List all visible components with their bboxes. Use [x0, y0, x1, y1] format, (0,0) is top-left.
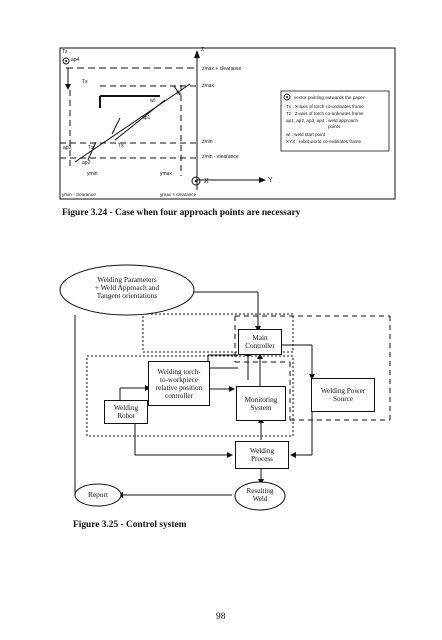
welding-power-source-line-2: Source [333, 395, 353, 403]
label-tx-left: Tx [88, 145, 94, 151]
label-ymin: ymin [87, 171, 98, 177]
label-zmax: zmax [202, 83, 214, 89]
label-ap2: ap2 [82, 160, 91, 166]
label-ymin-clearance: ymin - clearance [62, 192, 96, 197]
label-wl: wl [150, 98, 155, 104]
torch-controller-line-2: to-workpiece [160, 375, 198, 384]
welding-power-source-line-1: Welding Power [320, 387, 366, 395]
label-ap3: ap3 [63, 145, 72, 151]
monitoring-system-box: Monitoring System [236, 386, 286, 421]
torch-controller-line-1: Welding torch- [157, 367, 201, 376]
label-z: Z [201, 47, 205, 53]
welding-process-line-2: Process [251, 455, 273, 463]
torch-controller-line-4: controller [165, 391, 193, 400]
label-x: X [204, 178, 209, 185]
label-y: Y [268, 177, 273, 184]
legend-tz-note: Tz : Z-axis of torch co-ordinates frame [286, 111, 364, 116]
label-zmin: zmin [202, 139, 213, 145]
label-ap4: ap4 [71, 57, 80, 63]
legend-wl-note: wl : weld start point [286, 132, 326, 137]
monitoring-system-line-1: Monitoring [244, 395, 278, 404]
welding-power-source-box: Welding Power Source [311, 378, 375, 412]
welding-parameters-line-3: Tangent orientations [96, 291, 158, 301]
label-ap1: ap1 [142, 115, 151, 121]
welding-process-line-1: Welding [249, 447, 275, 455]
legend-xyz-note: XYZ : robot world co-ordinates frame [286, 139, 362, 144]
welding-process-box: Welding Process [235, 441, 289, 469]
resulting-weld-line-1: Resulting [246, 487, 274, 495]
caption-figure-3-25: Figure 3.25 - Control system [73, 520, 187, 530]
welding-robot-line-1: Welding [113, 404, 139, 412]
caption-figure-3-24: Figure 3.24 - Case when four approach po… [62, 208, 301, 218]
label-tx-low: Tx [118, 143, 124, 149]
main-controller-box: Main Controller [238, 329, 282, 355]
resulting-weld-line-2: Weld [252, 495, 268, 503]
legend-ap-note-1: ap1, ap2, ap3, ap4 : weld approach [286, 118, 359, 123]
torch-controller-line-3: relative position [155, 383, 203, 392]
page-number: 98 [216, 612, 226, 622]
label-tx-mid: Tx [176, 91, 182, 97]
label-tz: Tz [62, 49, 68, 55]
report-ellipse: Report [87, 490, 109, 499]
legend-ap-note-2: points [328, 124, 341, 129]
label-ymax-clearance: ymax + clearance [160, 192, 197, 197]
label-ymax: ymax [160, 171, 172, 177]
welding-parameters-ellipse: Welding Parameters + Weld Approach and T… [72, 275, 182, 301]
label-zmax-clearance: zmax + clearance [202, 66, 242, 72]
welding-parameters-line-2: + Weld Approach and [94, 283, 160, 293]
legend-tx-note: Tx : X-axis of torch co-ordinates frame [286, 104, 364, 109]
main-controller-line-1: Main [252, 334, 268, 342]
monitoring-system-line-2: System [250, 403, 272, 412]
welding-robot-box: Welding Robot [104, 400, 148, 424]
main-controller-line-2: Controller [245, 342, 275, 350]
welding-robot-line-2: Robot [117, 412, 135, 420]
label-zmin-clearance: zmin - clearance [202, 154, 239, 160]
label-tx-top: Tx [82, 79, 88, 85]
torch-controller-box: Welding torch- to-workpiece relative pos… [148, 361, 210, 406]
resulting-weld-ellipse: Resulting Weld [236, 487, 284, 503]
legend-vector-note: vector pointing outwards the paper [294, 95, 365, 100]
welding-parameters-line-1: Welding Parameters [97, 275, 157, 284]
